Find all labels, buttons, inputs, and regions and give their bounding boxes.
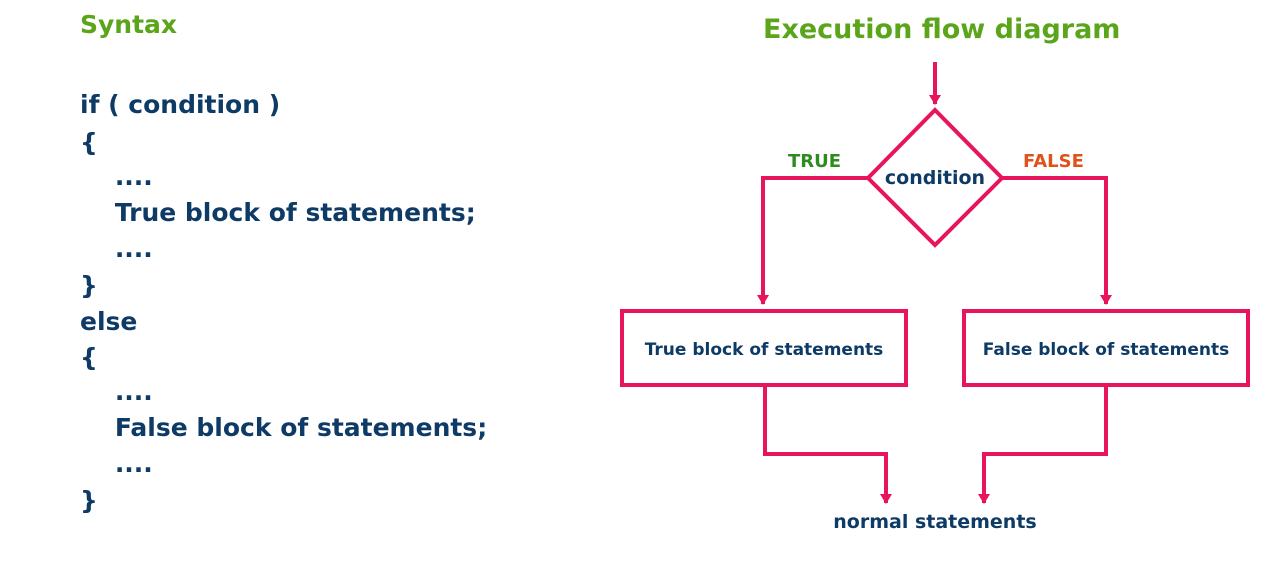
code-line: False block of statements; (80, 413, 488, 442)
code-line: } (80, 486, 98, 515)
code-line: } (80, 271, 98, 300)
code-line: .... (80, 377, 153, 406)
false-branch-connector (1002, 176, 1112, 305)
true-block-label: True block of statements (645, 340, 884, 360)
code-line: { (80, 128, 98, 157)
code-line: True block of statements; (80, 198, 476, 227)
decision-diamond (865, 107, 1005, 248)
true-branch-connector (757, 176, 868, 305)
decision-label: condition (885, 167, 985, 189)
false-block-label: False block of statements (983, 340, 1229, 360)
code-line: { (80, 343, 98, 372)
code-line: if ( condition ) (80, 90, 281, 119)
true-merge-connector (763, 385, 892, 504)
code-line: else (80, 307, 138, 336)
normal-statements-label: normal statements (833, 511, 1036, 533)
true-branch-label: TRUE (788, 151, 841, 172)
code-line: .... (80, 234, 153, 263)
flow-title: Execution flow diagram (763, 14, 1121, 45)
syntax-heading: Syntax (80, 10, 178, 39)
code-line: .... (80, 162, 153, 191)
false-branch-label: FALSE (1023, 151, 1084, 172)
false-merge-connector (978, 385, 1108, 504)
false-block-box (962, 309, 1250, 387)
code-line: .... (80, 449, 153, 478)
